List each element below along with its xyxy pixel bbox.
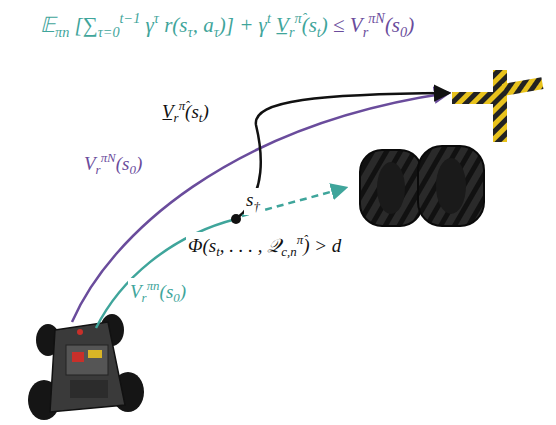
math-symbol: ) (407, 13, 414, 37)
math-symbol: , . . . , 𝒬 (220, 235, 282, 256)
math-symbol: ≤ V (328, 13, 363, 37)
math-symbol: (s (302, 13, 317, 37)
math-symbol: πN (101, 150, 116, 165)
math-symbol: † (253, 199, 259, 214)
learned-trajectory (96, 219, 236, 328)
math-symbol: t (199, 110, 203, 125)
unsafe-continuation (242, 188, 345, 216)
rc-car (28, 314, 144, 420)
math-symbol: r(s (159, 13, 188, 37)
math-symbol: 0 (400, 24, 407, 40)
math-symbol: 0 (173, 290, 179, 305)
math-label: s† (244, 188, 262, 215)
math-symbol: V̲ (162, 101, 174, 122)
math-symbol: γ (140, 13, 154, 37)
math-symbol: 𝔼 (40, 13, 55, 37)
math-symbol: πn (55, 24, 69, 40)
math-symbol: π̂ (297, 232, 303, 247)
math-symbol: 0 (129, 162, 135, 177)
math-symbol: )] + γ (219, 13, 267, 37)
math-symbol: r (289, 24, 295, 40)
math-symbol: V (130, 281, 142, 302)
math-symbol: (s (116, 153, 130, 174)
math-symbol: (s (160, 281, 174, 302)
math-symbol: ) (321, 13, 328, 37)
math-symbol: πN (368, 10, 385, 26)
math-symbol: Φ(s (188, 235, 216, 256)
math-label: Vrπn(s0) (128, 278, 188, 306)
math-symbol: π̂ (179, 98, 185, 113)
math-symbol: ) > d (303, 235, 341, 256)
math-symbol: s (246, 189, 253, 210)
math-symbol: r (174, 110, 179, 125)
math-symbol: (s (385, 13, 400, 37)
math-symbol: πn (147, 278, 160, 293)
math-symbol: ) (136, 153, 142, 174)
math-symbol: ) (202, 101, 208, 122)
math-label: VrπN(s0) (82, 150, 144, 178)
math-symbol: π̂ (294, 10, 301, 26)
math-label: V̲rπ̂(st) (160, 98, 211, 126)
math-symbol: (s (185, 101, 199, 122)
math-symbol: V (84, 153, 96, 174)
nominal-trajectory (72, 93, 448, 322)
math-symbol: c,n (281, 244, 296, 259)
math-symbol: t (216, 244, 220, 259)
math-symbol: r (363, 24, 369, 40)
backup-trajectory (236, 93, 448, 219)
math-symbol: τ (154, 10, 159, 26)
math-symbol: , a (193, 13, 214, 37)
math-symbol: [∑ (69, 13, 97, 37)
tire-obstacle (360, 146, 484, 226)
math-symbol: r (142, 290, 147, 305)
math-symbol: τ=0 (98, 24, 120, 40)
math-label: Φ(st, . . . , 𝒬c,nπ̂) > d (186, 232, 343, 260)
math-label: 𝔼πn [∑τ=0t−1 γτ r(sτ, aτ)] + γt V̲rπ̂(st… (38, 10, 416, 41)
switch-point (231, 214, 241, 224)
math-symbol: r (96, 162, 101, 177)
math-symbol: τ (188, 24, 193, 40)
math-symbol: t (267, 10, 271, 26)
math-symbol: t−1 (120, 10, 141, 26)
goal-marker (452, 70, 543, 142)
math-symbol: V̲ (271, 13, 289, 37)
math-symbol: ) (180, 281, 186, 302)
math-symbol: τ (214, 24, 219, 40)
math-symbol: t (317, 24, 321, 40)
